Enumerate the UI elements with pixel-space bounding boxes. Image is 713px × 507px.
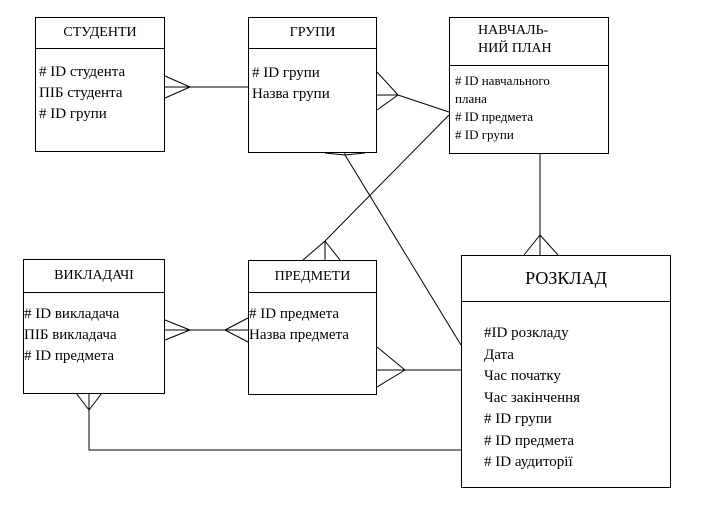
entity-title: ГРУПИ: [249, 18, 376, 49]
attribute: # ID предмета: [24, 348, 114, 364]
attribute: ПІБ студента: [39, 85, 123, 101]
entity-title-line2: НИЙ ПЛАН: [478, 41, 552, 56]
entity-curriculum: НАВЧАЛЬ- НИЙ ПЛАН # ID навчального плана…: [449, 17, 609, 154]
attribute: Назва предмета: [249, 327, 349, 343]
entity-title-text: ВИКЛАДАЧІ: [54, 268, 134, 283]
attribute: Дата: [484, 346, 514, 363]
attribute: # ID групи: [252, 65, 320, 81]
entity-title-text: СТУДЕНТИ: [63, 25, 137, 40]
attribute: # ID навчального: [455, 73, 550, 88]
attribute: #ID розкладу: [484, 325, 569, 341]
entity-groups: ГРУПИ # ID групи Назва групи: [248, 17, 377, 153]
attribute: # ID групи: [484, 411, 552, 427]
entity-title-line1: НАВЧАЛЬ-: [478, 23, 549, 38]
entity-title-text: ГРУПИ: [289, 25, 336, 40]
attribute: # ID предмета: [455, 109, 533, 124]
entity-title: ПРЕДМЕТИ: [249, 261, 376, 293]
rel-teachers-subjects: [164, 317, 249, 343]
attribute: # ID викладача: [24, 306, 120, 322]
entity-teachers: ВИКЛАДАЧІ # ID викладача ПІБ викладача #…: [23, 259, 165, 394]
rel-students-groups: [164, 75, 248, 99]
entity-subjects: ПРЕДМЕТИ # ID предмета Назва предмета: [248, 260, 377, 395]
rel-subjects-schedule: [376, 346, 461, 388]
entity-title-text: РОЗКЛАД: [525, 268, 607, 288]
entity-students: СТУДЕНТИ # ID студента ПІБ студента # ID…: [35, 17, 165, 152]
attribute: # ID студента: [39, 64, 126, 80]
attribute: # ID групи: [39, 106, 107, 122]
rel-teachers-schedule: [75, 392, 461, 451]
entity-schedule: РОЗКЛАД #ID розкладу Дата Час початку Ча…: [461, 255, 671, 488]
attribute: # ID аудиторії: [484, 454, 573, 470]
entity-title: СТУДЕНТИ: [36, 18, 164, 49]
attribute: Назва групи: [252, 86, 330, 102]
entity-title-text: ПРЕДМЕТИ: [274, 269, 351, 284]
attribute: # ID групи: [455, 127, 514, 142]
attribute: # ID предмета: [484, 432, 574, 449]
attribute: # ID предмета: [249, 306, 339, 322]
attribute: Час закінчення: [484, 389, 581, 406]
attribute: плана: [455, 91, 487, 106]
rel-curriculum-schedule: [523, 153, 559, 256]
entity-title: РОЗКЛАД: [462, 256, 670, 302]
attribute: ПІБ викладача: [24, 327, 117, 343]
attribute: Час початку: [484, 368, 561, 384]
entity-title: НАВЧАЛЬ- НИЙ ПЛАН: [450, 18, 608, 66]
rel-groups-curriculum: [376, 71, 450, 113]
entity-title: ВИКЛАДАЧІ: [24, 260, 164, 293]
